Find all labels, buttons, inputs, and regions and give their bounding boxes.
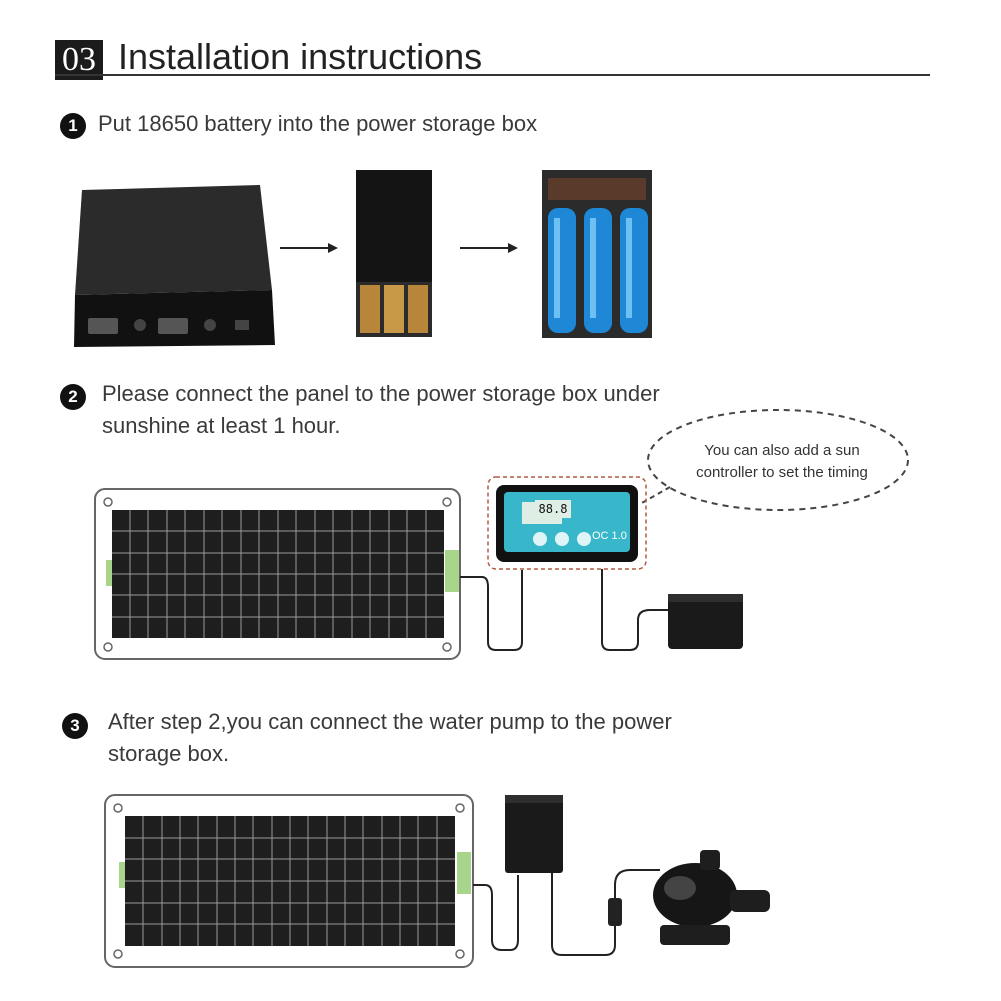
controller-display: 88.8 [535,500,571,518]
step-2-number: 2 [60,384,86,410]
step-1-illustration [74,170,652,347]
step-3-text-line-2: storage box. [108,741,230,766]
step-3-number: 3 [62,713,88,739]
section-number-badge: 03 [55,40,103,80]
solar-controller-image [487,476,647,570]
battery-tray-image [356,170,432,337]
step-3-text-line-1: After step 2,you can connect the water p… [108,709,672,734]
power-storage-box-image [74,185,275,347]
arrow-right-icon [460,243,518,253]
batteries-in-box-image [542,170,652,338]
water-pump-image [653,850,770,945]
step-2-text-line-2: sunshine at least 1 hour. [102,413,341,438]
solar-panel-image [94,488,461,660]
step-2-text-line-1: Please connect the panel to the power st… [102,381,660,406]
power-storage-box-image [668,594,743,649]
callout-text-line-1: You can also add a sun [704,442,860,459]
callout-text-line-2: controller to set the timing [696,464,868,481]
step-2-illustration [94,476,743,660]
page-title: Installation instructions [118,36,483,77]
solar-panel-image [104,794,474,968]
controller-button-label: OC 1.0 [592,530,627,542]
callout-bubble [640,409,909,511]
title-divider [55,74,930,76]
step-1-number: 1 [60,113,86,139]
step-3-illustration [104,794,770,968]
step-1-text: Put 18650 battery into the power storage… [98,111,538,136]
arrow-right-icon [280,243,338,253]
power-storage-box-image [505,795,563,873]
